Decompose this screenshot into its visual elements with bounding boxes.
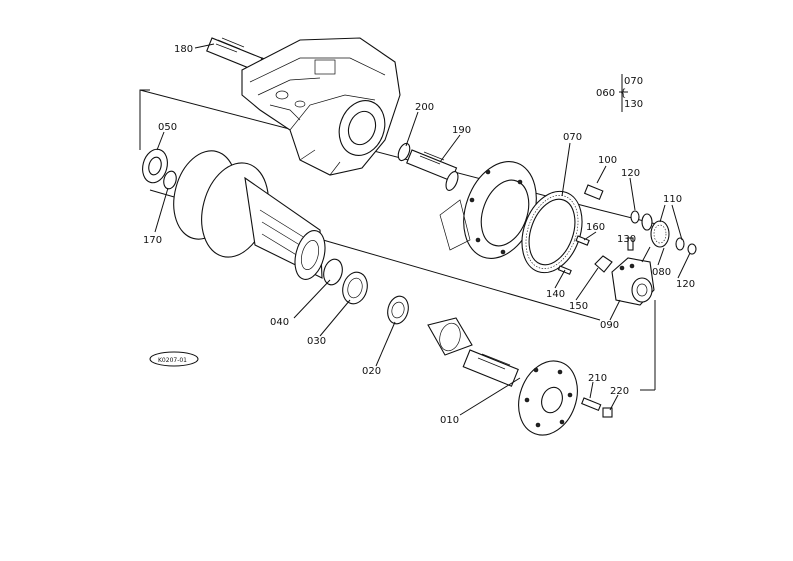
label-020: 020 bbox=[362, 366, 381, 377]
leader-lines bbox=[154, 43, 691, 416]
label-190: 190 bbox=[452, 125, 471, 136]
label-070: 070 bbox=[563, 132, 582, 143]
label-210: 210 bbox=[588, 373, 607, 384]
reference-code: K0207-01 bbox=[158, 357, 187, 364]
label-100: 100 bbox=[598, 155, 617, 166]
label-200: 200 bbox=[415, 102, 434, 113]
label-040: 040 bbox=[270, 317, 289, 328]
label-140: 140 bbox=[546, 289, 565, 300]
label-090: 090 bbox=[600, 320, 619, 331]
label-160: 160 bbox=[586, 222, 605, 233]
legend-top: 070 bbox=[624, 76, 643, 87]
gear-case-housing bbox=[241, 37, 401, 176]
label-010: 010 bbox=[440, 415, 459, 426]
label-030: 030 bbox=[307, 336, 326, 347]
legend-brace: { bbox=[620, 88, 626, 99]
label-120-top: 120 bbox=[621, 168, 640, 179]
axle-housing bbox=[173, 150, 326, 280]
label-180: 180 bbox=[174, 44, 193, 55]
reference-code-badge bbox=[149, 351, 199, 367]
label-220: 220 bbox=[610, 386, 629, 397]
shaft-190-ring-200 bbox=[397, 142, 459, 192]
label-120-bottom: 120 bbox=[676, 279, 695, 290]
label-130: 130 bbox=[617, 234, 636, 245]
output-flange-010 bbox=[427, 317, 578, 436]
label-110: 110 bbox=[663, 194, 682, 205]
ring-gear-070 bbox=[521, 190, 583, 274]
legend-bottom: 130 bbox=[624, 99, 643, 110]
legend-main: 060 bbox=[596, 88, 615, 99]
planet-carrier-parts bbox=[583, 184, 697, 255]
label-150: 150 bbox=[569, 301, 588, 312]
label-080: 080 bbox=[652, 267, 671, 278]
part-labels: 180 200 190 050 170 070 100 120 110 130 … bbox=[143, 44, 695, 426]
bearings-030-040-seal-020 bbox=[323, 258, 409, 325]
label-170: 170 bbox=[143, 235, 162, 246]
seal-050-circlip-170 bbox=[142, 148, 177, 190]
planetary-housing bbox=[439, 161, 537, 259]
assembly-legend: 070 060 { 130 bbox=[596, 74, 643, 112]
carrier-090 bbox=[611, 257, 655, 306]
label-050: 050 bbox=[158, 122, 177, 133]
stud-210-nut-220 bbox=[581, 397, 613, 418]
